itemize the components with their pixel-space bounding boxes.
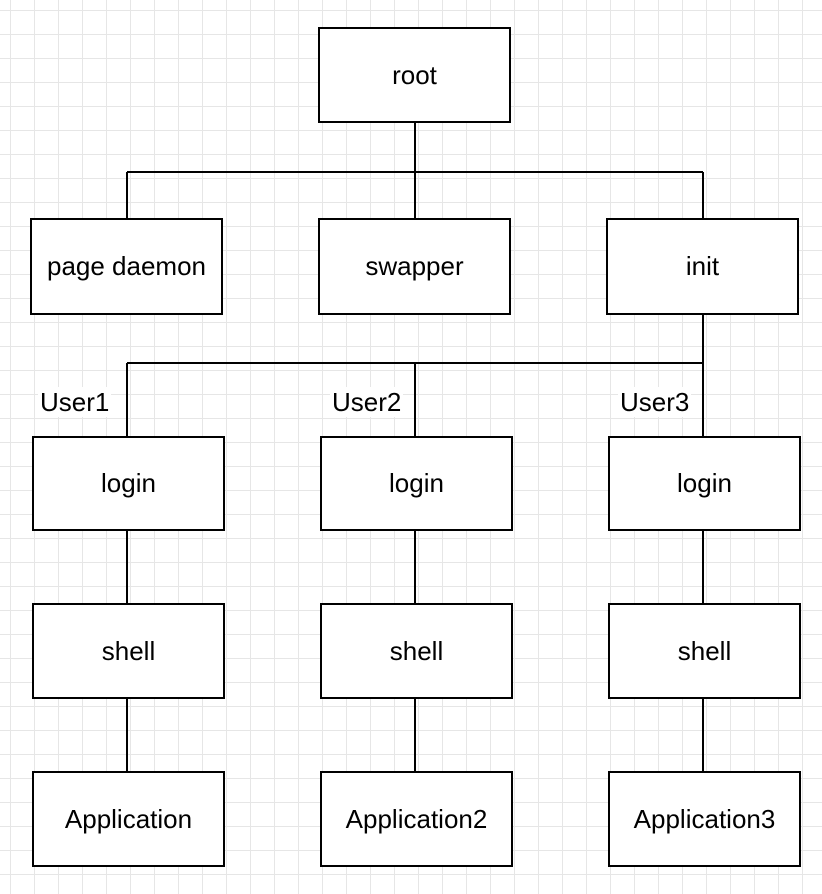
- user-label-3: User3: [618, 387, 692, 417]
- node-application-3[interactable]: Application3: [608, 771, 801, 867]
- node-login-2[interactable]: login: [320, 436, 513, 531]
- node-shell-1[interactable]: shell: [32, 603, 225, 699]
- user-label-1: User1: [38, 387, 112, 417]
- node-login-3[interactable]: login: [608, 436, 801, 531]
- node-application-2[interactable]: Application2: [320, 771, 513, 867]
- user-label-2: User2: [330, 387, 404, 417]
- node-login-1[interactable]: login: [32, 436, 225, 531]
- node-shell-3[interactable]: shell: [608, 603, 801, 699]
- node-swapper[interactable]: swapper: [318, 218, 511, 315]
- node-shell-2[interactable]: shell: [320, 603, 513, 699]
- node-init[interactable]: init: [606, 218, 799, 315]
- node-page-daemon[interactable]: page daemon: [30, 218, 223, 315]
- node-root[interactable]: root: [318, 27, 511, 123]
- node-application-1[interactable]: Application: [32, 771, 225, 867]
